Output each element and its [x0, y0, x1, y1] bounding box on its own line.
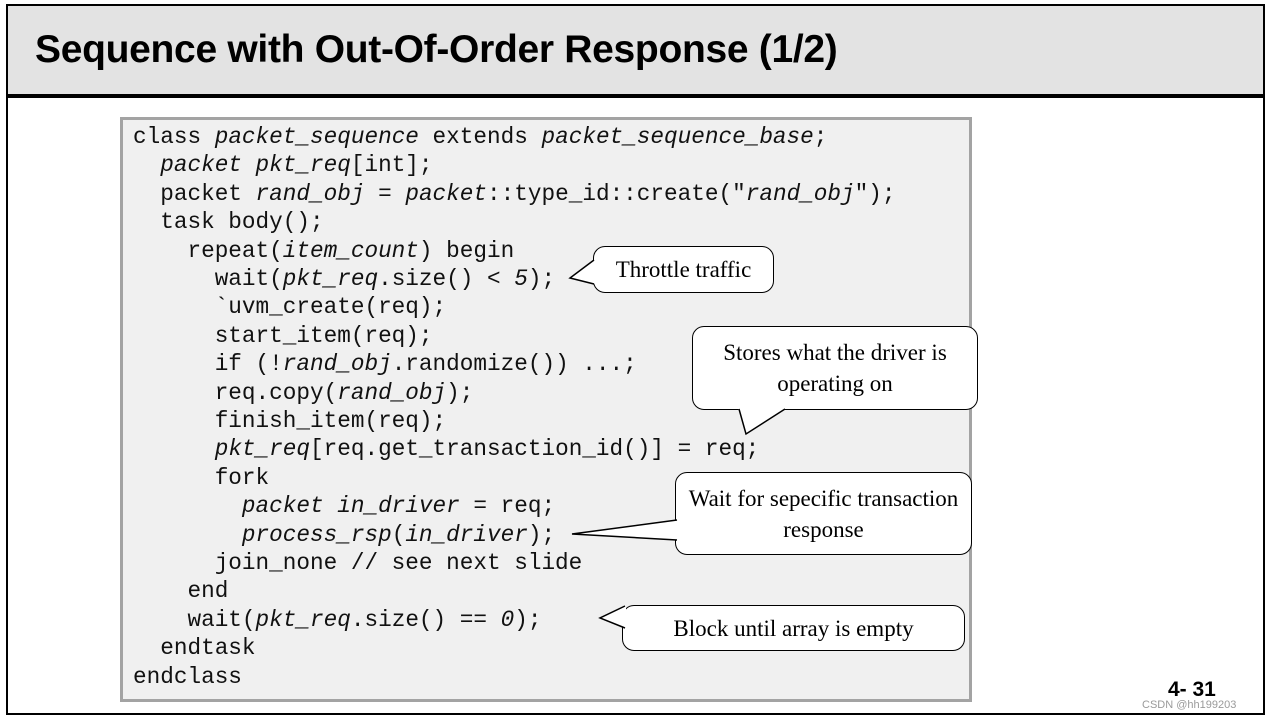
code-line: wait(pkt_req.size() < 5);	[133, 266, 555, 292]
code-token	[133, 436, 215, 462]
slide-title: Sequence with Out-Of-Order Response (1/2…	[35, 28, 838, 71]
code-token: .size() ==	[350, 606, 501, 633]
code-token: class	[133, 124, 215, 150]
code-token: .size() <	[378, 266, 515, 292]
code-token: ::type_id::create("	[487, 180, 746, 207]
code-identifier: rand_obj	[337, 379, 447, 406]
callout-stores-driver-text: Stores what the driver is operating on	[723, 340, 947, 396]
code-token: fork	[133, 464, 270, 491]
callout-stores-driver-pointer	[738, 408, 786, 436]
callout-throttle-traffic-text: Throttle traffic	[615, 257, 752, 282]
callout-wait-specific: Wait for sepecific transaction response	[675, 472, 972, 555]
code-token: end	[133, 578, 229, 605]
code-line: wait(pkt_req.size() == 0);	[133, 607, 541, 633]
code-token: `uvm_create(req);	[133, 294, 447, 321]
code-token: );	[527, 266, 556, 292]
code-line: packet rand_obj = packet::type_id::creat…	[133, 180, 896, 207]
code-token: =	[364, 180, 406, 207]
code-identifier: packet in_driver	[241, 493, 460, 520]
code-identifier: pkt_req	[255, 606, 351, 633]
code-token: [int];	[350, 152, 433, 179]
code-token: req.copy(	[133, 379, 338, 406]
code-token: finish_item(req);	[133, 408, 447, 434]
page-number: 4- 31	[1168, 678, 1216, 701]
code-token: ");	[854, 180, 896, 207]
callout-throttle-traffic: Throttle traffic	[593, 246, 774, 293]
callout-block-until-empty-pointer	[598, 605, 626, 629]
code-token: );	[527, 521, 556, 548]
code-identifier: pkt_req	[282, 266, 379, 292]
code-token: endtask	[133, 635, 256, 662]
code-line: packet pkt_req[int];	[133, 152, 433, 179]
code-line: endtask	[133, 635, 256, 662]
code-token: if (!	[133, 351, 283, 378]
code-line: packet in_driver = req;	[133, 493, 555, 519]
code-token: );	[446, 379, 474, 406]
code-identifier: in_driver	[405, 521, 528, 548]
code-line: endclass	[133, 664, 242, 690]
code-line: join_none // see next slide	[133, 550, 583, 576]
code-line: finish_item(req);	[133, 408, 446, 434]
code-token: (	[391, 521, 406, 548]
code-token	[133, 493, 242, 519]
code-line: if (!rand_obj.randomize()) ...;	[133, 351, 637, 377]
code-line: `uvm_create(req);	[133, 294, 446, 320]
code-identifier: process_rsp	[241, 521, 392, 548]
code-line: end	[133, 578, 228, 604]
callout-block-until-empty: Block until array is empty	[622, 605, 965, 651]
code-identifier: packet	[405, 180, 488, 207]
callout-wait-specific-pointer	[571, 519, 678, 541]
code-identifier: pkt_req	[214, 436, 311, 463]
code-token: join_none // see next slide	[133, 550, 583, 576]
code-identifier: 5	[514, 266, 528, 292]
code-token: task body();	[133, 209, 324, 236]
code-line: pkt_req[req.get_transaction_id()] = req;	[133, 436, 760, 463]
code-line: class packet_sequence extends packet_seq…	[133, 124, 827, 150]
code-identifier: item_count	[282, 237, 419, 264]
callout-stores-driver: Stores what the driver is operating on	[692, 326, 978, 410]
code-token: repeat(	[133, 237, 283, 264]
code-token: = req;	[459, 493, 556, 520]
code-line: repeat(item_count) begin	[133, 238, 514, 264]
code-token	[133, 152, 160, 178]
code-line: start_item(req);	[133, 323, 433, 349]
title-bar: Sequence with Out-Of-Order Response (1/2…	[8, 6, 1263, 98]
code-identifier: rand_obj	[255, 180, 365, 207]
code-identifier: rand_obj	[282, 351, 392, 378]
code-token: wait(	[133, 606, 256, 633]
code-token: start_item(req);	[133, 322, 433, 349]
code-identifier: packet_sequence_base	[541, 124, 814, 150]
watermark: CSDN @hh199203	[1142, 699, 1237, 711]
code-identifier: 0	[500, 606, 515, 633]
code-line: task body();	[133, 209, 324, 236]
code-identifier: rand_obj	[745, 180, 855, 207]
code-token: );	[514, 606, 542, 633]
code-token: extends	[418, 124, 542, 150]
code-token	[133, 522, 242, 548]
code-line: req.copy(rand_obj);	[133, 379, 474, 406]
callout-throttle-traffic-pointer	[568, 259, 595, 285]
code-token: ) begin	[418, 237, 515, 264]
code-token: .randomize()) ...;	[391, 351, 637, 378]
code-line: fork	[133, 465, 269, 491]
callout-wait-specific-text: Wait for sepecific transaction response	[688, 485, 959, 542]
code-line: process_rsp(in_driver);	[133, 522, 555, 548]
code-identifier: packet pkt_req	[160, 152, 351, 179]
callout-block-until-empty-text: Block until array is empty	[673, 615, 914, 641]
code-token: [req.get_transaction_id()] = req;	[310, 436, 760, 463]
code-token: packet	[133, 180, 256, 207]
code-token: ;	[813, 124, 828, 150]
code-token: wait(	[133, 266, 283, 292]
code-identifier: packet_sequence	[214, 124, 419, 150]
code-token: endclass	[133, 663, 242, 690]
